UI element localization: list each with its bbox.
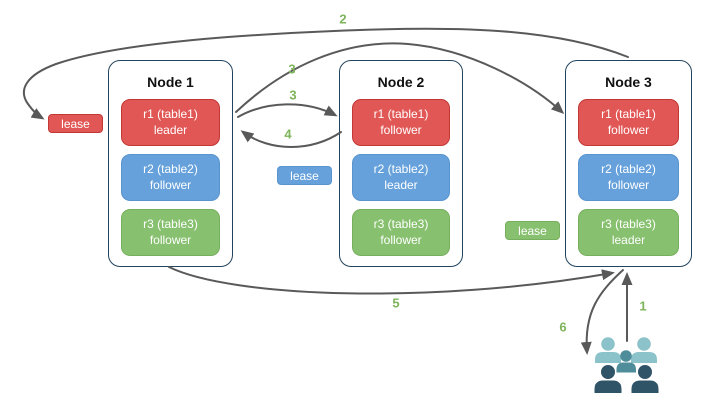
lease-badge-table2: lease xyxy=(277,166,332,185)
step-label-6: 6 xyxy=(559,319,567,335)
step-label-3b: 3 xyxy=(289,87,297,103)
node-1-replica-r3: r3 (table3) follower xyxy=(121,209,220,256)
node-1: Node 1 r1 (table1) leader r2 (table2) fo… xyxy=(108,60,233,267)
node-3-replica-r2: r2 (table2) follower xyxy=(578,154,679,201)
node-2-replica-r2: r2 (table2) leader xyxy=(352,154,450,201)
step-label-2: 2 xyxy=(339,11,347,27)
node-3-title: Node 3 xyxy=(605,74,652,90)
node-2-title: Node 2 xyxy=(377,74,425,90)
replica-role: leader xyxy=(384,177,418,192)
node-1-replica-r1: r1 (table1) leader xyxy=(121,99,220,146)
step-label-3a: 3 xyxy=(288,61,296,77)
clients-front-row xyxy=(594,365,659,393)
node-3-replica-r1: r1 (table1) follower xyxy=(578,99,679,146)
replica-label: r3 (table3) xyxy=(373,216,429,231)
replica-role: leader xyxy=(611,232,646,247)
replica-label: r2 (table2) xyxy=(601,161,656,176)
node-2-replica-r1: r1 (table1) follower xyxy=(352,99,450,146)
replica-role: follower xyxy=(149,177,192,192)
node-2-replica-r3: r3 (table3) follower xyxy=(352,209,450,256)
arrow-step4-node2-ack-to-leader xyxy=(240,130,342,148)
lease-badge-table3: lease xyxy=(505,221,560,240)
node-3: Node 3 r1 (table1) follower r2 (table2) … xyxy=(565,60,692,267)
replica-role: follower xyxy=(607,177,650,192)
step-label-4: 4 xyxy=(284,126,292,142)
replica-label: r3 (table3) xyxy=(143,216,198,231)
replica-role: follower xyxy=(380,232,422,247)
arrow-step3-leader-to-node2-follower xyxy=(237,103,338,118)
node-1-title: Node 1 xyxy=(147,74,194,90)
replica-role: follower xyxy=(380,122,422,137)
step-label-1: 1 xyxy=(639,298,647,314)
replica-label: r3 (table3) xyxy=(601,216,656,231)
replica-label: r1 (table1) xyxy=(601,106,656,121)
replica-label: r1 (table1) xyxy=(143,106,198,121)
clients-group-icon xyxy=(594,337,659,393)
step-label-5: 5 xyxy=(392,295,400,311)
clients-middle-person xyxy=(616,350,636,373)
replica-role: leader xyxy=(153,122,188,137)
replica-label: r2 (table2) xyxy=(143,161,198,176)
node-1-replica-r2: r2 (table2) follower xyxy=(121,154,220,201)
arrow-step5-node1-to-node3 xyxy=(168,266,615,295)
node-2: Node 2 r1 (table1) follower r2 (table2) … xyxy=(339,60,463,267)
replica-label: r2 (table2) xyxy=(373,161,429,176)
replica-role: follower xyxy=(607,122,650,137)
replica-label: r1 (table1) xyxy=(373,106,429,121)
replica-role: follower xyxy=(149,232,192,247)
node-3-replica-r3: r3 (table3) leader xyxy=(578,209,679,256)
lease-badge-table1: lease xyxy=(48,114,103,133)
